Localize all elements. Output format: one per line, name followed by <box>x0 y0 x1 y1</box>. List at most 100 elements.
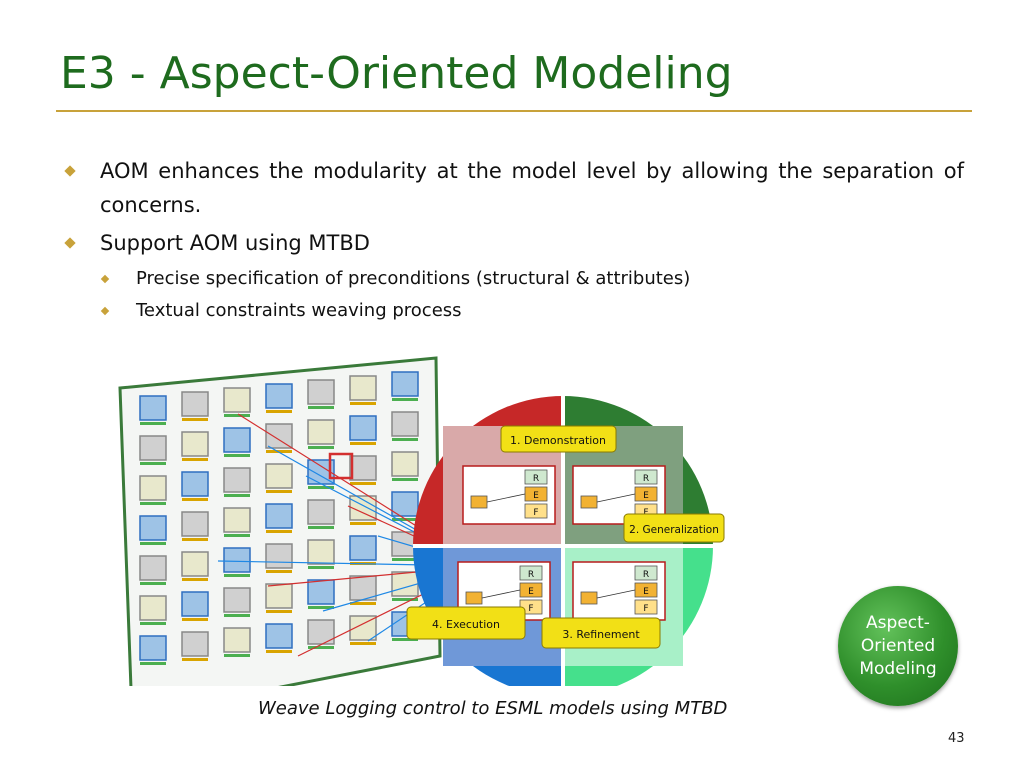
model-component-bar <box>266 410 292 413</box>
sub-bullet-item: Textual constraints weaving process <box>58 296 964 326</box>
model-component-bar <box>266 490 292 493</box>
svg-text:4. Execution: 4. Execution <box>432 618 500 631</box>
model-component <box>223 467 251 493</box>
model-component <box>181 391 209 417</box>
sub-bullet-diamond-icon <box>100 274 110 284</box>
model-component <box>391 571 419 597</box>
model-component-bar <box>266 450 292 453</box>
model-component <box>139 395 167 421</box>
model-component <box>265 463 293 489</box>
model-component <box>265 503 293 529</box>
model-component <box>265 423 293 449</box>
model-component-bar <box>308 566 334 569</box>
mini-model-node-label: E <box>643 587 649 597</box>
mini-model-node-label: F <box>533 508 538 518</box>
model-component <box>223 547 251 573</box>
mini-model-card: REF <box>572 561 666 621</box>
mini-model-node-label: F <box>528 604 533 614</box>
model-component <box>307 539 335 565</box>
model-component-bar <box>182 538 208 541</box>
mini-model-node <box>470 495 488 509</box>
mini-model-edge <box>481 589 521 599</box>
model-component <box>391 371 419 397</box>
mini-model-node-label: R <box>528 570 534 580</box>
model-component <box>265 543 293 569</box>
title-divider <box>56 110 972 112</box>
mini-model-node <box>634 565 658 581</box>
model-component <box>139 475 167 501</box>
mini-model-node <box>580 495 598 509</box>
highlighted-component <box>328 452 354 480</box>
model-component-bar <box>266 610 292 613</box>
model-component-bar <box>224 574 250 577</box>
model-component <box>349 535 377 561</box>
svg-text:3. Refinement: 3. Refinement <box>562 628 640 641</box>
model-component-bar <box>140 502 166 505</box>
model-component <box>349 455 377 481</box>
model-component-bar <box>224 454 250 457</box>
mini-model-node <box>634 599 658 615</box>
model-component-bar <box>182 418 208 421</box>
model-component-bar <box>350 402 376 405</box>
model-component <box>139 515 167 541</box>
model-component-grid <box>139 371 419 665</box>
model-component <box>223 387 251 413</box>
page-number: 43 <box>948 731 965 746</box>
sub-bullet-text: Precise specification of preconditions (… <box>136 268 691 289</box>
model-component <box>181 631 209 657</box>
model-component <box>181 591 209 617</box>
model-component <box>181 551 209 577</box>
model-component <box>181 431 209 457</box>
model-component <box>223 627 251 653</box>
sub-bullet-text: Textual constraints weaving process <box>136 300 462 321</box>
model-component-bar <box>308 526 334 529</box>
step-label-refinement: 3. Refinement <box>541 617 661 649</box>
model-component <box>223 427 251 453</box>
mini-model-node-label: R <box>643 570 649 580</box>
mini-model-node <box>519 565 543 581</box>
model-component-bar <box>392 638 418 641</box>
model-component <box>307 379 335 405</box>
model-component-bar <box>350 602 376 605</box>
model-component-bar <box>140 662 166 665</box>
model-component-bar <box>350 522 376 525</box>
bullet-diamond-icon <box>64 237 76 249</box>
mini-model-node <box>524 469 548 485</box>
step-label-generalization: 2. Generalization <box>623 513 725 543</box>
aom-badge: Aspect- Oriented Modeling <box>838 586 958 706</box>
model-component <box>391 451 419 477</box>
aom-badge-text: Aspect- Oriented Modeling <box>859 612 937 679</box>
model-component <box>223 507 251 533</box>
step-label-execution: 4. Execution <box>406 606 526 640</box>
model-component-bar <box>392 398 418 401</box>
model-component-bar <box>392 478 418 481</box>
slide-title: E3 - Aspect-Oriented Modeling <box>60 48 733 99</box>
model-component <box>181 471 209 497</box>
model-component-bar <box>308 486 334 489</box>
mini-model-node <box>465 591 483 605</box>
bullet-diamond-icon <box>64 165 76 177</box>
model-component <box>307 619 335 645</box>
model-component-bar <box>224 494 250 497</box>
figure-caption: Weave Logging control to ESML models usi… <box>258 698 728 719</box>
model-component-bar <box>392 598 418 601</box>
model-component-bar <box>392 438 418 441</box>
bullet-item: AOM enhances the modularity at the model… <box>58 154 964 222</box>
model-component <box>349 575 377 601</box>
model-component-bar <box>224 614 250 617</box>
model-component-bar <box>140 622 166 625</box>
model-component-bar <box>182 618 208 621</box>
model-component-bar <box>140 462 166 465</box>
mini-model-node-label: F <box>643 604 648 614</box>
model-component-bar <box>140 582 166 585</box>
mini-model-card: REF <box>462 465 556 525</box>
model-component-bar <box>308 606 334 609</box>
model-component-bar <box>350 482 376 485</box>
mini-model-node-label: E <box>528 587 534 597</box>
model-component-bar <box>182 458 208 461</box>
model-component-bar <box>140 422 166 425</box>
model-component <box>391 411 419 437</box>
mini-model-node <box>580 591 598 605</box>
